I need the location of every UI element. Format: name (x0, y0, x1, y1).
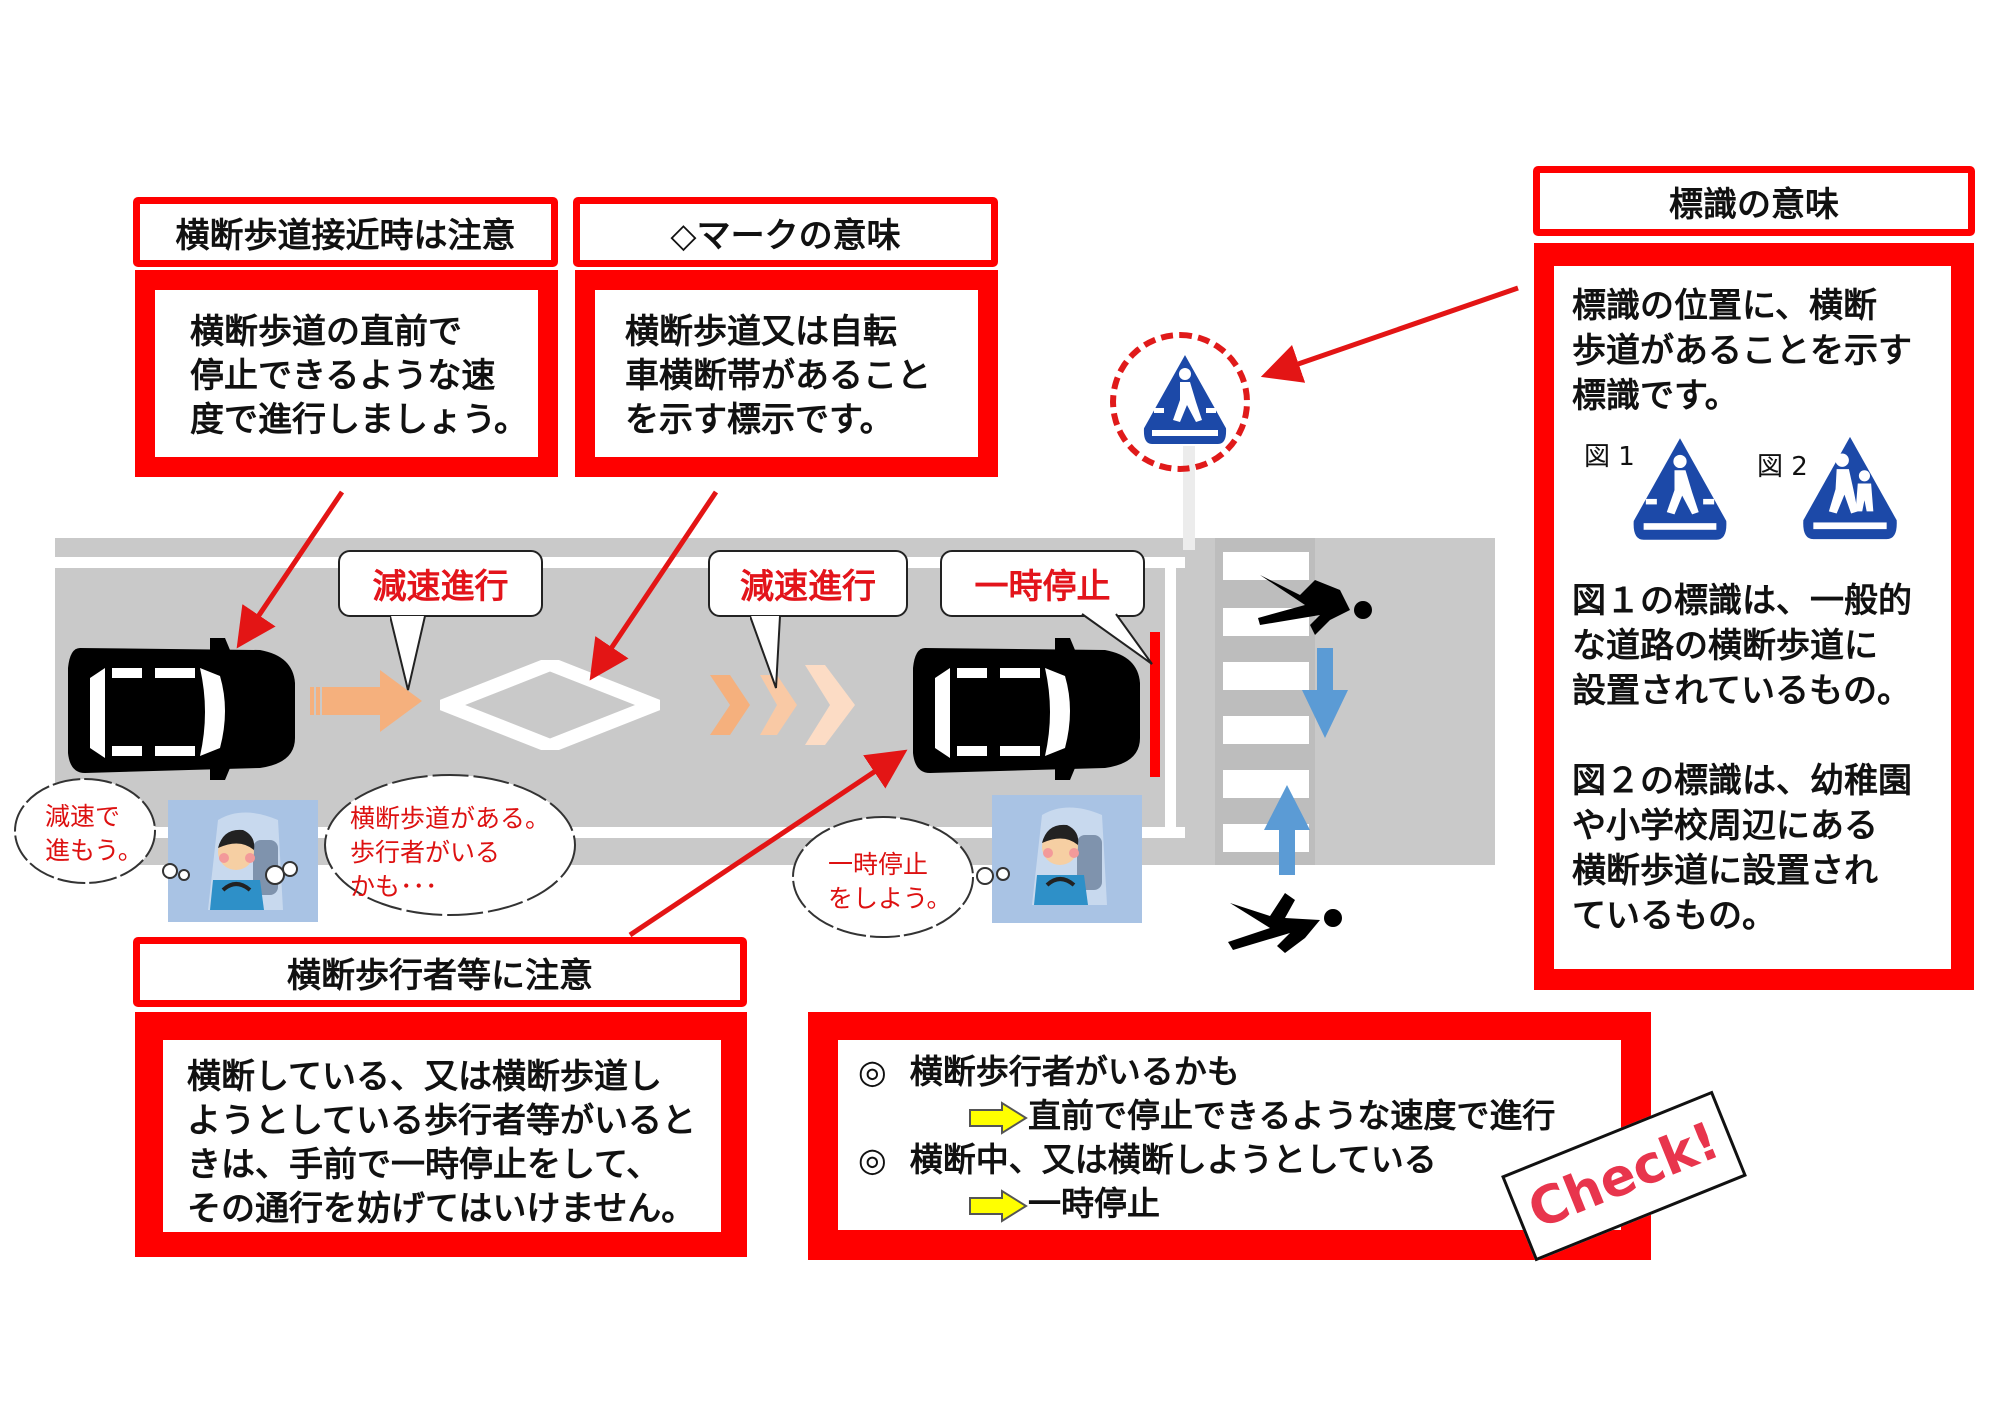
pedestrian-crossing-sign-icon (1633, 438, 1727, 540)
approach-title-box: 横断歩道接近時は注意 (133, 197, 558, 267)
school-crossing-sign-icon (1803, 436, 1897, 540)
speech-tail (750, 615, 781, 689)
thought-line-2: をしよう。 (828, 884, 952, 913)
check-action-row-1: 直前で停止できるような速度で進行 (858, 1094, 1621, 1138)
approach-body: 横断歩道の直前で 停止できるような速 度で進行しましょう。 (155, 290, 538, 457)
check-action-row-2: 一時停止 (858, 1182, 1621, 1226)
pedestrian-body-box: 横断している、又は横断歩道し ようとしている歩行者等がいると きは、手前で一時停… (135, 1012, 747, 1257)
text-line: 設置されているもの。 (1572, 671, 1911, 711)
thought-line-2: 進もう。 (45, 836, 143, 865)
driver-view-1 (168, 800, 318, 922)
diamond-title-box: ◇マークの意味 (573, 197, 998, 267)
check-item-1: ◎ 横断歩行者がいるかも (858, 1050, 1621, 1094)
text-line: 歩道があることを示す (1572, 331, 1912, 371)
diamond-road-marking (440, 660, 660, 750)
sign-highlight-circle (1110, 332, 1250, 472)
text-line: を示す標示です。 (625, 400, 894, 440)
thought-line-1: 一時停止 (828, 850, 929, 879)
car-icon-2 (913, 638, 1140, 780)
speech-text: 一時停止 (974, 567, 1111, 607)
text-line: 横断歩道に設置され (1572, 851, 1878, 891)
pedestrian-body: 横断している、又は横断歩道し ようとしている歩行者等がいると きは、手前で一時停… (163, 1040, 721, 1232)
pedestrian-icon-1 (1258, 575, 1372, 635)
speech-stop: 一時停止 (940, 550, 1145, 617)
speech-text: 減速進行 (372, 567, 509, 607)
thought-dots (976, 867, 1010, 885)
check-condition-1: 横断歩行者がいるかも (909, 1052, 1240, 1091)
approach-title: 横断歩道接近時は注意 (175, 215, 516, 256)
text-line: きは、手前で一時停止をして、 (187, 1145, 661, 1185)
car-icon-1 (68, 638, 295, 780)
thought-line-2: 歩行者がいる (350, 838, 501, 867)
fig2-label: 図 2 (1757, 452, 1808, 482)
text-line: 標識の位置に、横断 (1572, 286, 1877, 326)
sign-body: 標識の位置に、横断 歩道があることを示す 標識です。 図 1 図 2 (1554, 266, 1951, 969)
double-circle-bullet: ◎ (858, 1052, 887, 1091)
yellow-arrow-icon (969, 1188, 1028, 1223)
thought-bubble-3: 一時停止 をしよう。 (788, 812, 978, 942)
check-summary-box: ◎ 横断歩行者がいるかも 直前で停止できるような速度で進行 ◎ 横断中、又は横断… (808, 1012, 1651, 1260)
crosswalk-sign-icon (1141, 350, 1229, 446)
driver-view-2 (992, 795, 1142, 923)
text-line: や小学校周辺にある (1572, 806, 1878, 846)
text-line: 横断歩道の直前で (190, 312, 462, 352)
thought-dots (162, 861, 298, 885)
sign-body-box: 標識の位置に、横断 歩道があることを示す 標識です。 図 1 図 2 (1534, 243, 1974, 990)
diamond-body: 横断歩道又は自転 車横断帯があること を示す標示です。 (595, 290, 978, 457)
sign-figures: 図 1 図 2 (1572, 419, 1951, 579)
thought-bubble-1: 減速で 進もう。 (10, 772, 160, 890)
pedestrian-title-box: 横断歩行者等に注意 (133, 937, 747, 1007)
pedestrian-icon-2 (1228, 893, 1342, 953)
speech-tail (1081, 613, 1153, 665)
text-line: 横断している、又は横断歩道し (187, 1057, 662, 1097)
orange-arrow-icon (310, 670, 422, 732)
text-line: ているもの。 (1572, 896, 1776, 936)
thought-bubble-2: 横断歩道がある。 歩行者がいる かも･･･ (320, 770, 580, 920)
check-action-1: 直前で停止できるような速度で進行 (1028, 1096, 1556, 1135)
text-line: な道路の横断歩道に (1572, 626, 1878, 666)
thought-line-1: 減速で (45, 802, 121, 831)
check-item-2: ◎ 横断中、又は横断しようとしている (858, 1138, 1621, 1182)
driver-icon (1032, 807, 1107, 905)
stop-line (1165, 562, 1176, 834)
text-line: 図２の標識は、幼稚園 (1572, 761, 1912, 801)
check-condition-2: 横断中、又は横断しようとしている (909, 1140, 1437, 1179)
double-circle-bullet: ◎ (858, 1140, 887, 1179)
thought-line-1: 横断歩道がある。 (350, 804, 551, 833)
thought-line-3: かも･･･ (350, 872, 438, 901)
fig1-label: 図 1 (1584, 442, 1635, 472)
text-line: 停止できるような速 (190, 356, 496, 396)
text-line: 度で進行しましょう。 (190, 400, 528, 440)
chevron-arrows-icon (710, 665, 855, 745)
speech-tail (390, 615, 426, 691)
pedestrian-title: 横断歩行者等に注意 (287, 955, 593, 996)
pedestrian-up-arrow-icon (1264, 785, 1310, 875)
sign-title-box: 標識の意味 (1533, 166, 1975, 236)
text-line: 標識です。 (1572, 376, 1739, 416)
speech-slow-down-2: 減速進行 (708, 550, 908, 617)
text-line: 図１の標識は、一般的 (1572, 581, 1912, 621)
yellow-arrow-icon (969, 1100, 1028, 1135)
check-summary-body: ◎ 横断歩行者がいるかも 直前で停止できるような速度で進行 ◎ 横断中、又は横断… (838, 1040, 1621, 1230)
text-line: 車横断帯があること (625, 356, 931, 396)
speech-slow-down-1: 減速進行 (338, 550, 543, 617)
text-line: その通行を妨げてはいけません。 (187, 1189, 696, 1229)
sign-title: 標識の意味 (1669, 184, 1839, 225)
check-action-2: 一時停止 (1028, 1184, 1160, 1223)
speech-text: 減速進行 (740, 567, 876, 607)
text-line: ようとしている歩行者等がいると (187, 1101, 696, 1141)
diamond-title: ◇マークの意味 (670, 215, 901, 256)
road-edge-line-bottom (55, 827, 1185, 838)
text-line: 横断歩道又は自転 (625, 312, 897, 352)
pedestrian-down-arrow-icon (1302, 648, 1348, 738)
diamond-body-box: 横断歩道又は自転 車横断帯があること を示す標示です。 (575, 270, 998, 477)
stop-bar (1150, 632, 1160, 777)
driver-icon (208, 812, 283, 910)
approach-body-box: 横断歩道の直前で 停止できるような速 度で進行しましょう。 (135, 270, 558, 477)
